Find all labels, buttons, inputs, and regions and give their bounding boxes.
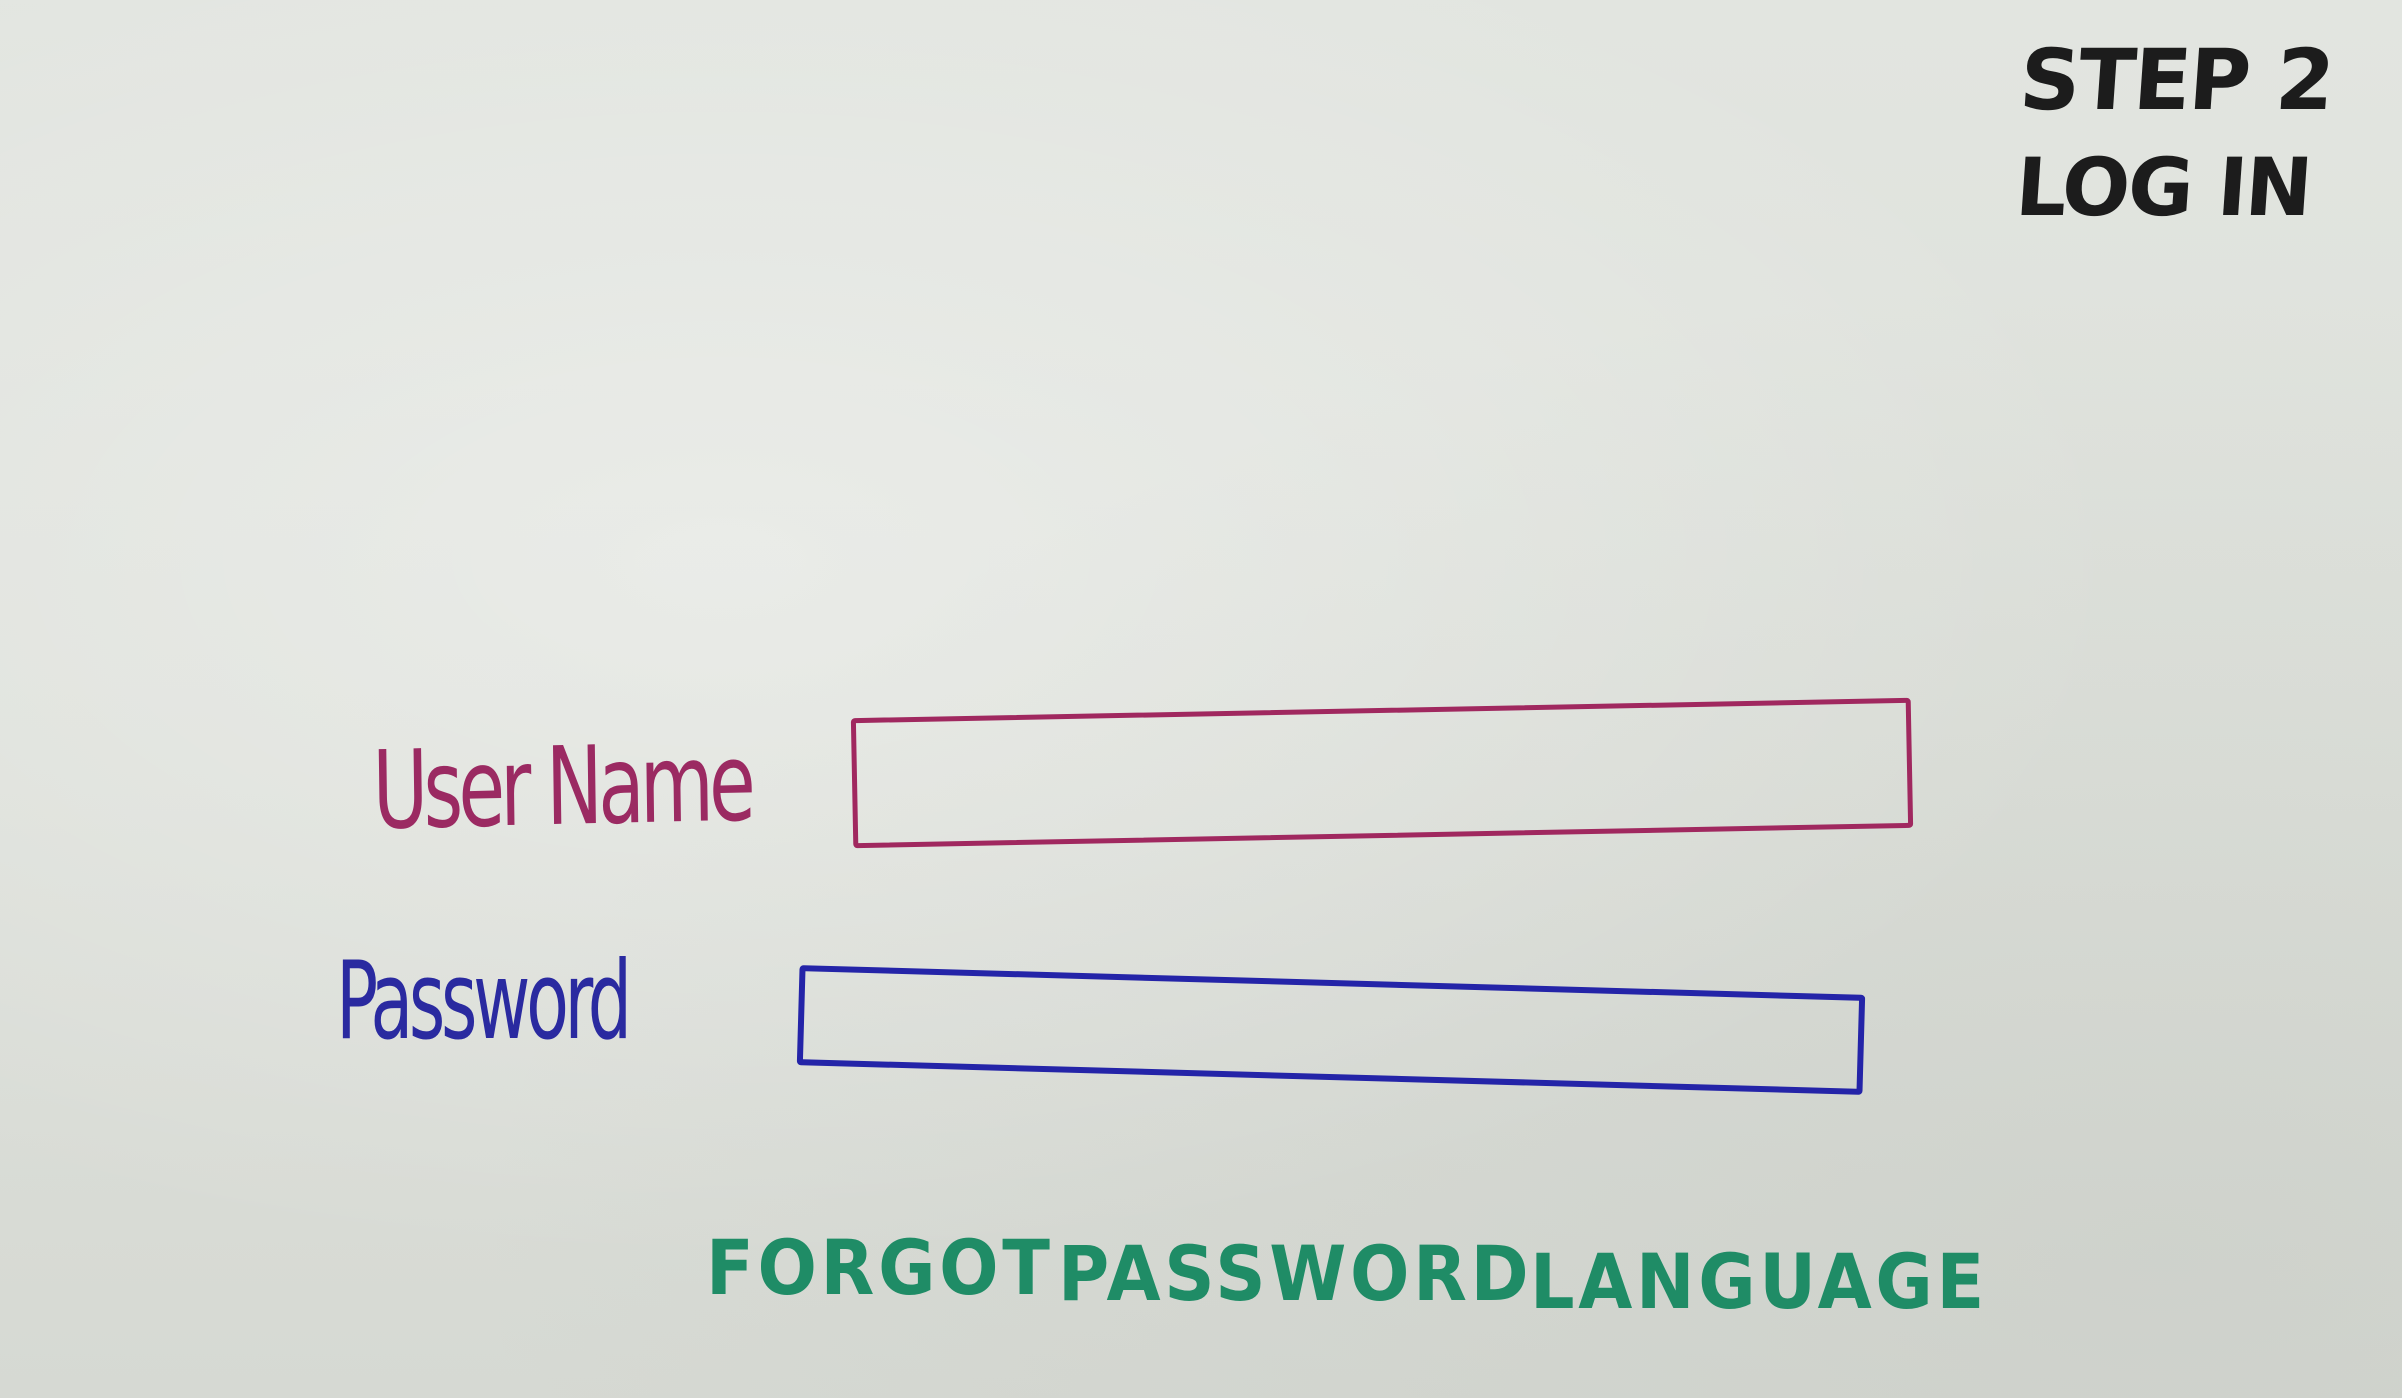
language-link[interactable]: LANGUAGE [1530, 1237, 1988, 1326]
username-label: User Name [371, 720, 752, 854]
password-input[interactable] [796, 965, 1866, 1095]
step-indicator: STEP 2 [2016, 31, 2336, 129]
password-label: Password [336, 939, 632, 1064]
page-title: LOG IN [2012, 141, 2314, 234]
forgot-link[interactable]: FORGOT [706, 1223, 1054, 1312]
username-input[interactable] [850, 697, 1914, 849]
password-link[interactable]: PASSWORD [1058, 1229, 1533, 1318]
